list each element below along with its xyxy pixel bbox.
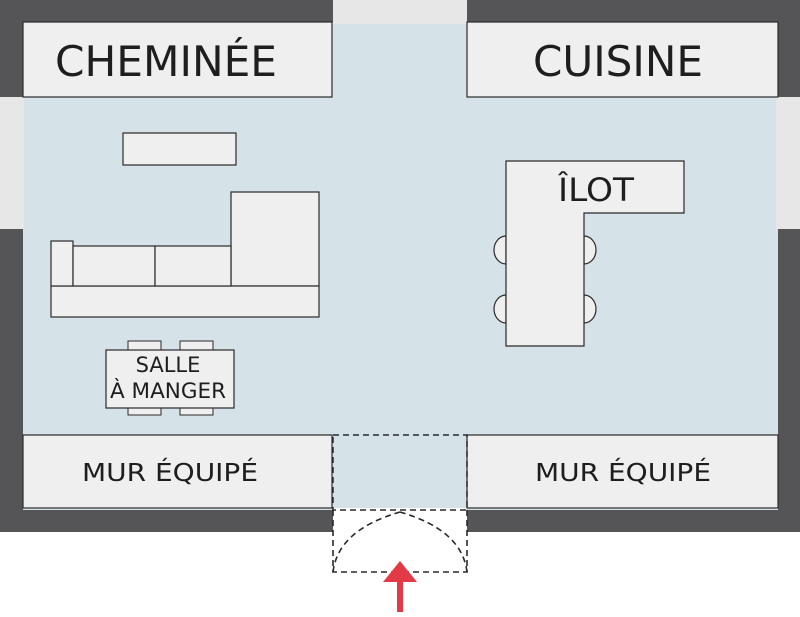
equipped-wall-left-label: MUR ÉQUIPÉ [82, 458, 258, 487]
kitchen-label: CUISINE [533, 37, 703, 86]
entrance-arrow-icon [383, 561, 417, 612]
equipped-wall-right-label: MUR ÉQUIPÉ [535, 458, 711, 487]
sofa [50, 191, 320, 318]
dining-label-line2: À MANGER [110, 378, 226, 403]
double-door [332, 510, 468, 573]
kitchen-block [466, 21, 779, 98]
equipped-wall-right [466, 434, 779, 509]
fireplace-label: CHEMINÉE [55, 36, 277, 86]
fireplace-block [22, 21, 333, 98]
dining-table [105, 340, 235, 416]
entry-zone [332, 434, 468, 511]
island-label: ÎLOT [557, 171, 635, 209]
dining-label-line1: SALLE [136, 353, 201, 377]
island [493, 160, 685, 347]
entrance-gap [333, 508, 467, 534]
coffee-table [122, 132, 237, 166]
right-window [776, 97, 800, 229]
left-window [0, 97, 24, 229]
top-opening [333, 0, 467, 24]
equipped-wall-left [22, 434, 333, 509]
